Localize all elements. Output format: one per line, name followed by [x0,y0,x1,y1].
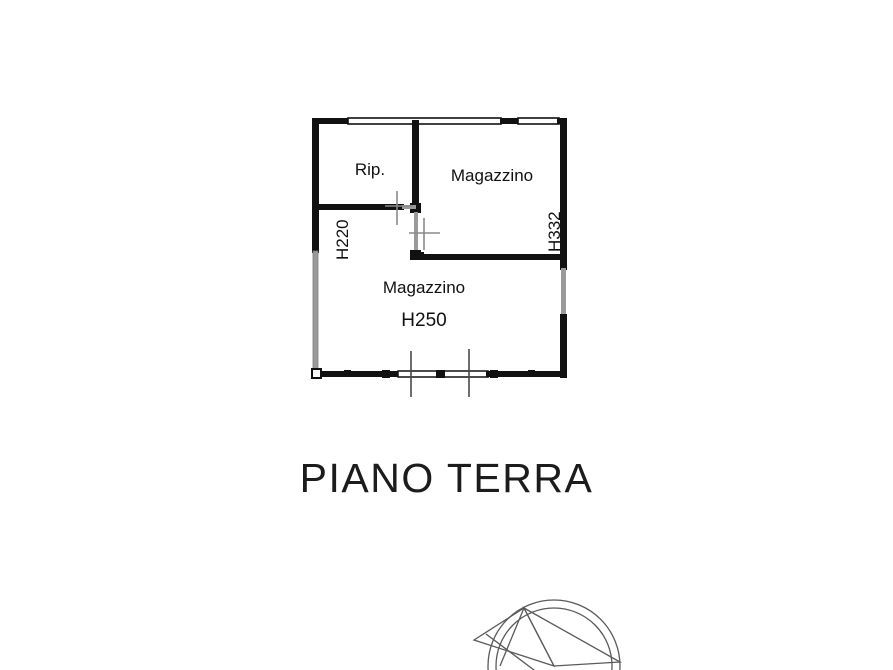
room-label-magazzino-main: Magazzino [382,278,466,297]
wall-right-upper [560,118,567,270]
compass-star-ray [499,607,525,667]
height-label-h250: H250 [401,310,447,331]
outer-walls [311,117,567,379]
height-label-h220: H220 [333,219,352,260]
wall-partition-vertical [412,120,419,212]
compass-outer-ring [487,599,621,670]
door-opening-rip [402,205,416,209]
pillar-node [490,370,498,378]
wall-magazzino-bottom [416,254,566,260]
height-label-h332: H332 [545,211,564,252]
interior-walls [318,120,566,260]
door-jamb-lower [410,250,421,260]
door-markers [385,191,440,250]
wall-rip-bottom [318,204,404,210]
window-top-2 [517,117,560,125]
pillar-node [311,368,322,379]
wall-top-left-stub [312,118,350,124]
wall-bottom-right [486,371,567,377]
room-label-magazzino-upper: Magazzino [450,166,534,185]
compass-star-ray [485,633,536,670]
wall-magazzino-bottom-node [416,252,424,260]
window-top-1 [347,117,502,125]
window-right-opening [561,268,566,316]
wall-right-lower [560,314,567,378]
gate-leaf-markers [410,349,470,397]
pillar-node [382,370,390,378]
wall-top-mid-stub [500,118,520,124]
room-label-rip: Rip. [354,160,386,179]
compass-inner-ring [495,607,613,670]
pillar-node [528,370,535,377]
north-arrow-icon [472,599,623,670]
compass-needle-alt [522,606,623,667]
wall-left-lower-opening [313,251,318,377]
wall-left-upper [312,118,319,253]
pillar-node [344,370,351,377]
compass-needle [472,607,556,668]
pillar-node [436,370,445,378]
page-title: PIANO TERRA [299,455,594,501]
wall-bottom-left [312,371,400,377]
door-opening-vertical [414,212,418,257]
